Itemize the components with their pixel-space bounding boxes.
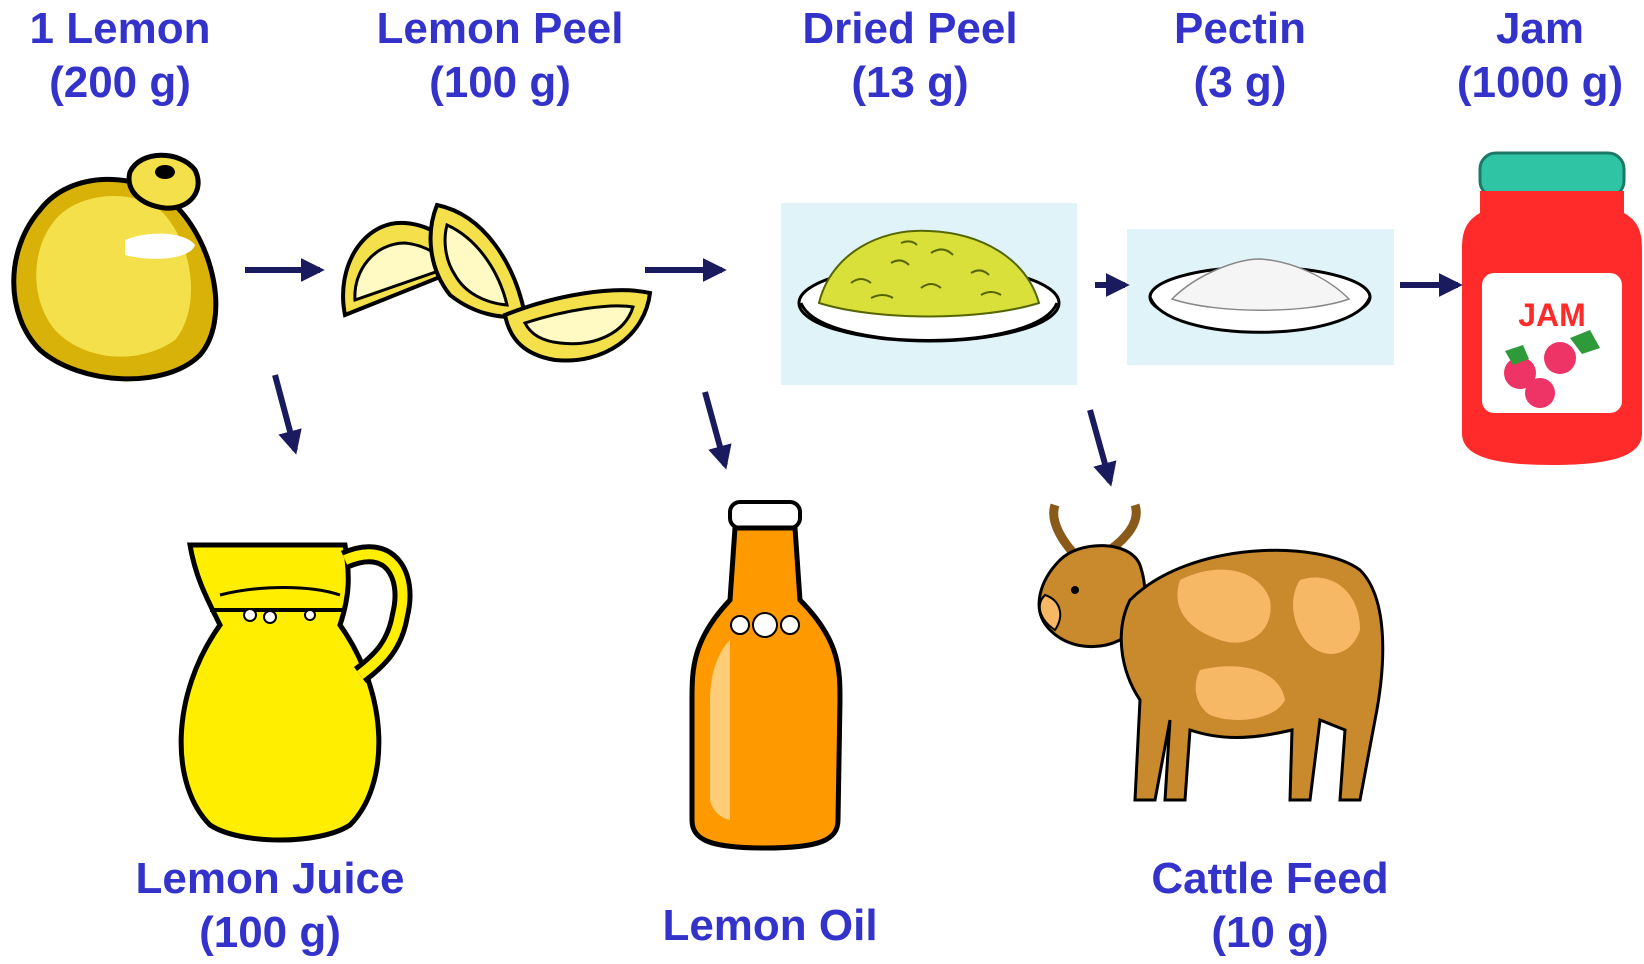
arrow-peel-to-oil [705,392,725,465]
arrow-lemon-to-juice [275,375,295,450]
arrow-dried-peel-to-cattle-feed [1090,410,1110,482]
